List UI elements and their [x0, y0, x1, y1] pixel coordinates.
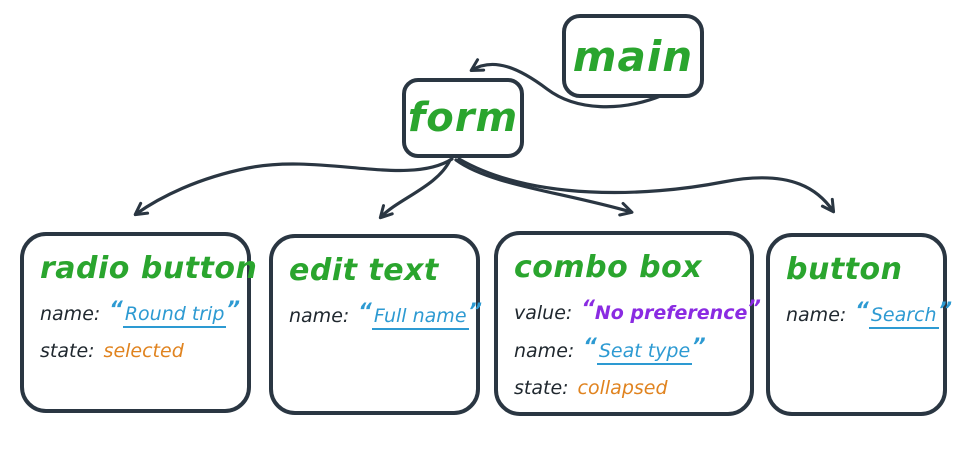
button-properties: name: “Search” — [786, 298, 952, 329]
prop-label: state: — [514, 377, 569, 399]
edge-form-to-button — [457, 157, 836, 214]
prop-row-name: name: “Full name” — [289, 299, 482, 330]
node-edit-text-title: edit text — [289, 253, 439, 288]
prop-label: value: — [514, 302, 573, 324]
edge-form-to-edit-text — [378, 158, 452, 220]
prop-row-name: name: “Search” — [786, 298, 952, 329]
edge-main-to-form — [469, 58, 665, 109]
node-form: form — [402, 78, 524, 158]
close-quote: ” — [226, 297, 240, 321]
node-main-label: main — [572, 31, 694, 81]
node-radio-button-title: radio button — [40, 251, 258, 286]
edge-form-to-combo-box — [454, 158, 634, 217]
prop-value-name: “Search” — [855, 298, 953, 329]
prop-row-state: state: collapsed — [514, 375, 736, 401]
open-quote: “ — [109, 297, 123, 321]
open-quote: “ — [583, 334, 597, 358]
prop-value-state: selected — [103, 340, 184, 362]
node-edit-text: edit text name: “Full name” — [269, 234, 482, 415]
node-form-label: form — [407, 95, 519, 141]
open-quote: “ — [855, 298, 869, 322]
prop-label: name: — [289, 305, 350, 327]
edit-text-properties: name: “Full name” — [289, 299, 482, 330]
prop-row-state: state: selected — [40, 338, 233, 364]
edge-form-to-radio-button — [133, 157, 454, 217]
prop-label: name: — [40, 303, 101, 325]
close-quote: ” — [692, 334, 706, 358]
open-quote: “ — [581, 296, 595, 320]
prop-value-value: “No preference” — [581, 296, 761, 324]
close-quote: ” — [747, 296, 761, 320]
radio-button-properties: name: “Round trip” state: selected — [40, 297, 240, 364]
node-radio-button: radio button name: “Round trip” state: s… — [20, 232, 258, 413]
close-quote: ” — [938, 298, 953, 322]
node-button: button name: “Search” — [766, 233, 952, 416]
node-combo-box: combo box value: “No preference” name: “… — [494, 231, 761, 416]
combo-box-properties: value: “No preference” name: “Seat type”… — [514, 296, 761, 401]
prop-row-value: value: “No preference” — [514, 296, 761, 326]
prop-value-state: collapsed — [577, 377, 668, 399]
prop-value-name: “Seat type” — [583, 334, 706, 365]
node-combo-box-title: combo box — [514, 250, 703, 285]
prop-value-name: “Round trip” — [109, 297, 240, 328]
open-quote: “ — [358, 299, 372, 323]
node-main: main — [562, 14, 704, 98]
prop-value-name: “Full name” — [358, 299, 483, 330]
prop-label: name: — [786, 304, 847, 326]
prop-label: name: — [514, 340, 575, 362]
node-button-title: button — [786, 252, 903, 287]
prop-row-name: name: “Seat type” — [514, 334, 736, 365]
prop-label: state: — [40, 340, 95, 362]
close-quote: ” — [468, 299, 483, 323]
prop-row-name: name: “Round trip” — [40, 297, 240, 328]
